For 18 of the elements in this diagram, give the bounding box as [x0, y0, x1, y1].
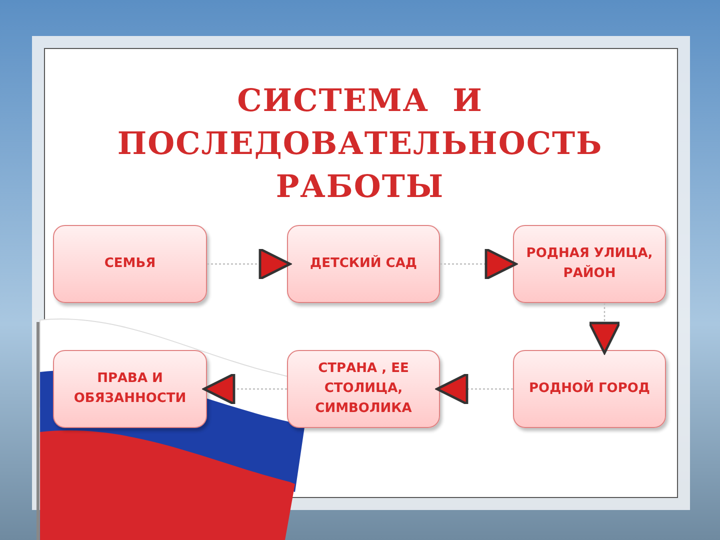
arrow: [207, 248, 292, 280]
process-box: [513, 225, 666, 303]
arrow: [436, 372, 513, 406]
process-box: [287, 350, 440, 428]
title: СИСТЕМА И ПОСЛЕДОВАТЕЛЬНОСТЬ РАБОТЫ: [116, 82, 604, 207]
box-label: РОДНОЙ ГОРОД: [528, 379, 651, 398]
arrow: [588, 303, 621, 354]
box-label: РОДНАЯ УЛИЦА, РАЙОН: [525, 245, 654, 283]
box-label: СТРАНА , ЕЕ СТОЛИЦА, СИМВОЛИКА: [314, 360, 413, 418]
arrow: [440, 248, 518, 280]
process-box: [513, 350, 666, 428]
process-box: [287, 225, 440, 303]
process-box: [53, 350, 207, 428]
box-label: ДЕТСКИЙ САД: [309, 254, 418, 273]
arrow: [202, 372, 287, 406]
box-label: СЕМЬЯ: [103, 255, 157, 273]
box-label: ПРАВА И ОБЯЗАННОСТИ: [72, 370, 188, 408]
process-box: [53, 225, 207, 303]
